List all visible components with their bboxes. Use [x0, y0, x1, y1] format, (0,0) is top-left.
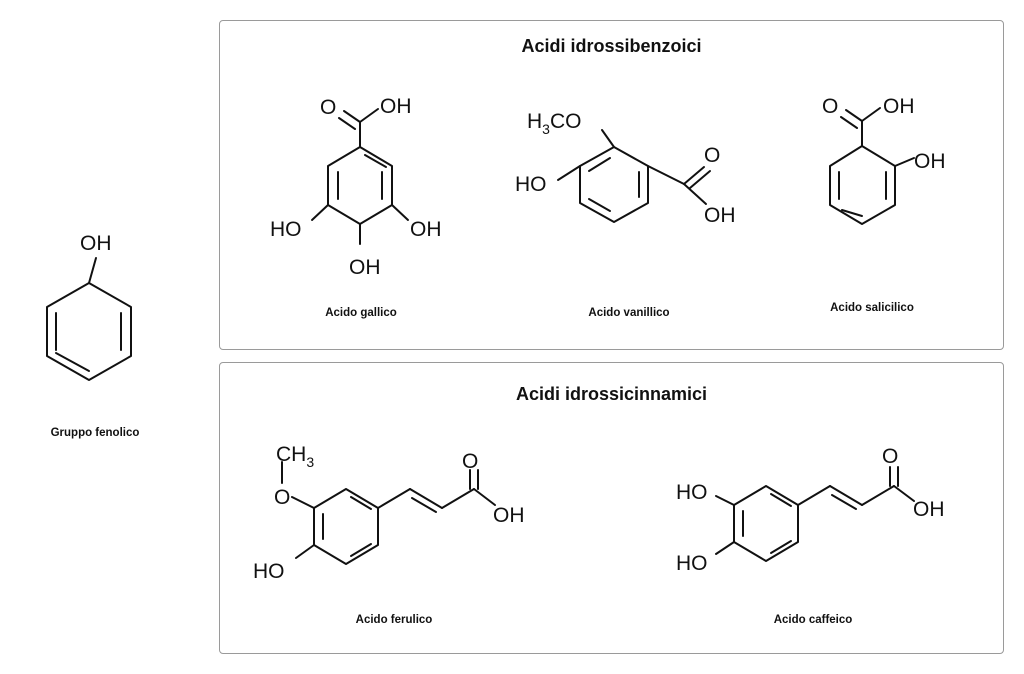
gallic-double-bond: [364, 154, 387, 168]
caffeic-o-label: O: [882, 445, 898, 468]
gallic-oh-right-bond: [391, 204, 409, 221]
ferulic-caption: Acido ferulico: [355, 614, 433, 626]
vanillic-ho-bond: [557, 165, 581, 181]
ferulic-chain-double: [411, 497, 437, 513]
phenol-ring: [46, 282, 132, 381]
salicylic-caption: Acido salicilico: [830, 302, 914, 314]
phenol-structure: OH: [46, 232, 132, 381]
salicylic-oh-ring-label: OH: [914, 150, 946, 173]
ferulic-ho-label: HO: [253, 560, 285, 583]
salicylic-carboxyl-double: [845, 109, 863, 122]
ferulic-o-ether-label: O: [274, 486, 290, 509]
vanillic-o-label: O: [704, 144, 720, 167]
vanillic-oh-label: OH: [704, 204, 736, 227]
caffeic-carboxyl-single: [893, 485, 915, 502]
ferulic-ch3-label: CH3: [276, 443, 314, 470]
ferulic-double-bond: [350, 496, 372, 510]
vanillic-methoxy-bond: [601, 129, 615, 148]
ferulic-oh-label: OH: [493, 504, 525, 527]
caffeic-caption: Acido caffeico: [773, 614, 853, 626]
gallic-carboxyl-double: [338, 117, 356, 130]
salicylic-oh-acid-label: OH: [883, 95, 915, 118]
phenol-double-bond: [55, 352, 90, 372]
hydroxycinnamic-title: Acidi idrossicinnamici: [515, 384, 708, 404]
caffeic-chain: [797, 485, 831, 506]
vanillic-carboxyl-double: [689, 170, 711, 189]
ferulic-double-bond: [350, 543, 372, 557]
ferulic-chain: [441, 488, 475, 509]
salicylic-oh-ring-bond: [894, 157, 915, 167]
hydroxybenzoic-panel: Acidi idrossibenzoici: [219, 20, 1004, 350]
phenol-oh-label: OH: [80, 232, 112, 255]
caffeic-chain-double: [831, 494, 857, 510]
ferulic-methoxy-bond: [291, 496, 315, 509]
salicylic-double-bond: [841, 209, 863, 217]
caffeic-ho-bottom-label: HO: [676, 552, 708, 575]
vanillic-carboxyl-double: [683, 166, 705, 185]
phenol-caption: Gruppo fenolico: [50, 427, 140, 439]
caffeic-chain-double: [829, 485, 863, 506]
vanillic-h3co-label: H3CO: [527, 110, 581, 137]
caffeic-ho-top-bond: [715, 495, 735, 506]
ferulic-chain: [377, 488, 411, 509]
ferulic-ho-bond: [295, 544, 315, 559]
gallic-oh-right-label: OH: [410, 218, 442, 241]
vanillic-carboxyl-bond: [647, 165, 685, 185]
salicylic-o-label: O: [822, 95, 838, 118]
gallic-carboxyl-double: [343, 110, 361, 123]
vanillic-caption: Acido vanillico: [588, 307, 670, 319]
ferulic-o-label: O: [462, 450, 478, 473]
gallic-caption: Acido gallico: [325, 307, 397, 319]
vanillic-double-bond: [588, 198, 611, 212]
ferulic-chain-double: [409, 488, 443, 509]
caffeic-double-bond: [770, 540, 792, 554]
vanillic-ho-label: HO: [515, 173, 547, 196]
caffeic-ho-top-label: HO: [676, 481, 708, 504]
salicylic-carboxyl-double: [840, 116, 858, 129]
gallic-o-label: O: [320, 96, 336, 119]
hydroxycinnamic-panel: Acidi idrossicinnamici: [219, 362, 1004, 654]
gallic-carboxyl-single: [359, 108, 379, 123]
gallic-ho-label: HO: [270, 218, 302, 241]
vanillic-carboxyl-single: [683, 183, 707, 205]
vanillic-double-bond: [588, 157, 611, 172]
gallic-ho-bond: [311, 204, 329, 221]
salicylic-carboxyl-single: [861, 107, 881, 122]
caffeic-oh-label: OH: [913, 498, 945, 521]
gallic-oh-bottom-label: OH: [349, 256, 381, 279]
caffeic-double-bond: [770, 493, 792, 507]
gallic-oh-top-label: OH: [380, 95, 412, 118]
hydroxybenzoic-title: Acidi idrossibenzoici: [521, 36, 702, 56]
caffeic-ho-bottom-bond: [715, 541, 735, 555]
phenol-oh-bond: [88, 257, 97, 284]
caffeic-chain: [861, 485, 895, 506]
ferulic-carboxyl-single: [473, 488, 496, 506]
